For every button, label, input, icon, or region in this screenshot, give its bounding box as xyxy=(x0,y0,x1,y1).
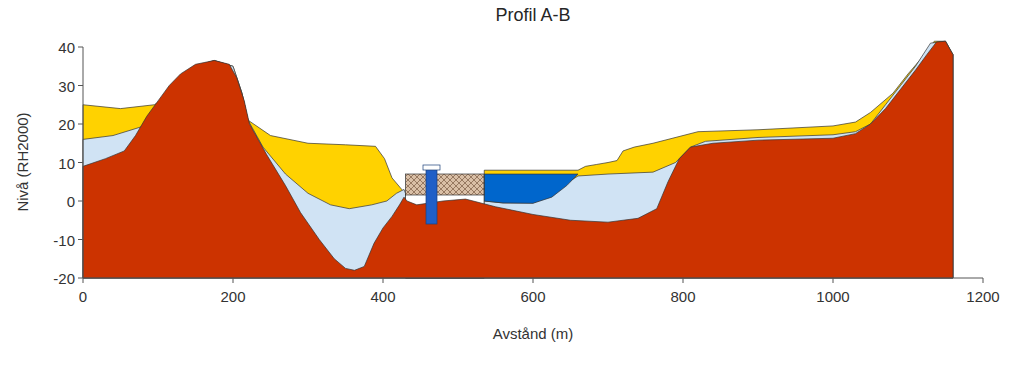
y-tick-label: 30 xyxy=(58,78,75,93)
y-tick-label: 20 xyxy=(58,117,75,132)
y-tick-label: -20 xyxy=(53,271,75,286)
geology xyxy=(83,41,953,278)
fill-embankment xyxy=(406,174,485,195)
sheet-pile-cap xyxy=(423,165,440,170)
x-tick-label: 1000 xyxy=(816,289,849,304)
chart-title: Profil A-B xyxy=(495,6,570,24)
y-axis-title: Nivå (RH2000) xyxy=(15,112,30,211)
water xyxy=(484,174,578,203)
y-tick-label: 10 xyxy=(58,155,75,170)
x-axis-ticks xyxy=(83,278,983,283)
axes xyxy=(78,47,983,283)
y-tick-label: 40 xyxy=(58,40,75,55)
x-axis-title: Avstånd (m) xyxy=(493,326,574,341)
y-tick-label: -10 xyxy=(53,232,75,247)
clay-layer xyxy=(83,41,953,278)
x-tick-label: 200 xyxy=(220,289,245,304)
x-tick-label: 1200 xyxy=(966,289,999,304)
sand-layer xyxy=(83,41,953,278)
sheet-pile xyxy=(426,168,437,224)
x-tick-label: 800 xyxy=(670,289,695,304)
x-tick-label: 600 xyxy=(520,289,545,304)
x-tick-label: 400 xyxy=(370,289,395,304)
y-axis-ticks xyxy=(78,47,83,278)
y-tick-label: 0 xyxy=(67,194,75,209)
bedrock xyxy=(83,41,953,278)
x-tick-label: 0 xyxy=(79,289,87,304)
